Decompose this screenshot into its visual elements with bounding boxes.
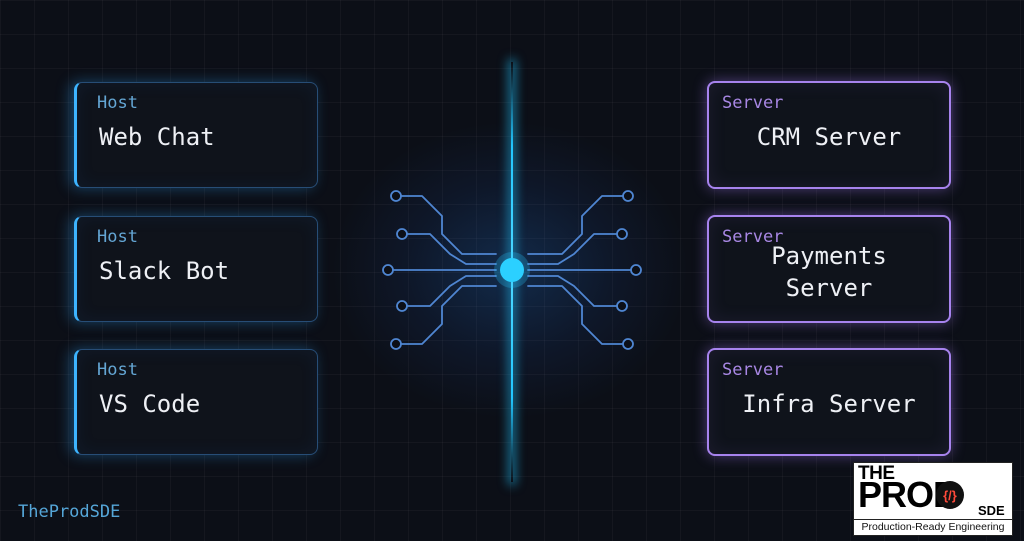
host-tag: Host — [97, 360, 138, 380]
logo-the: THE — [858, 463, 895, 484]
circuit-hub-icon — [382, 190, 642, 350]
host-name: VS Code — [99, 390, 201, 418]
server-card-crm[interactable]: Server CRM Server — [707, 81, 951, 189]
server-tag: Server — [722, 227, 784, 247]
server-name: Infra Server — [742, 390, 916, 418]
host-tag: Host — [97, 93, 138, 113]
host-name: Web Chat — [99, 123, 215, 151]
server-name: CRM Server — [756, 123, 902, 151]
host-card-vs-code[interactable]: Host VS Code — [74, 349, 318, 455]
logo-tagline: Production-Ready Engineering — [854, 519, 1012, 533]
host-tag: Host — [97, 227, 138, 247]
server-card-payments[interactable]: Server Payments Server — [707, 215, 951, 323]
host-card-slack-bot[interactable]: Host Slack Bot — [74, 216, 318, 322]
server-tag: Server — [722, 93, 784, 113]
theprodsde-logo: THE PROD {/} SDE Production-Ready Engine… — [853, 462, 1013, 536]
host-card-web-chat[interactable]: Host Web Chat — [74, 82, 318, 188]
server-name-line-2: Server — [785, 274, 873, 302]
logo-sde: SDE — [978, 503, 1005, 518]
server-name-line-1: Payments — [771, 242, 887, 270]
host-name: Slack Bot — [99, 257, 230, 285]
brand-label: TheProdSDE — [18, 502, 121, 522]
server-card-infra[interactable]: Server Infra Server — [707, 348, 951, 456]
server-tag: Server — [722, 360, 784, 380]
code-bracket-icon: {/} — [936, 481, 964, 509]
